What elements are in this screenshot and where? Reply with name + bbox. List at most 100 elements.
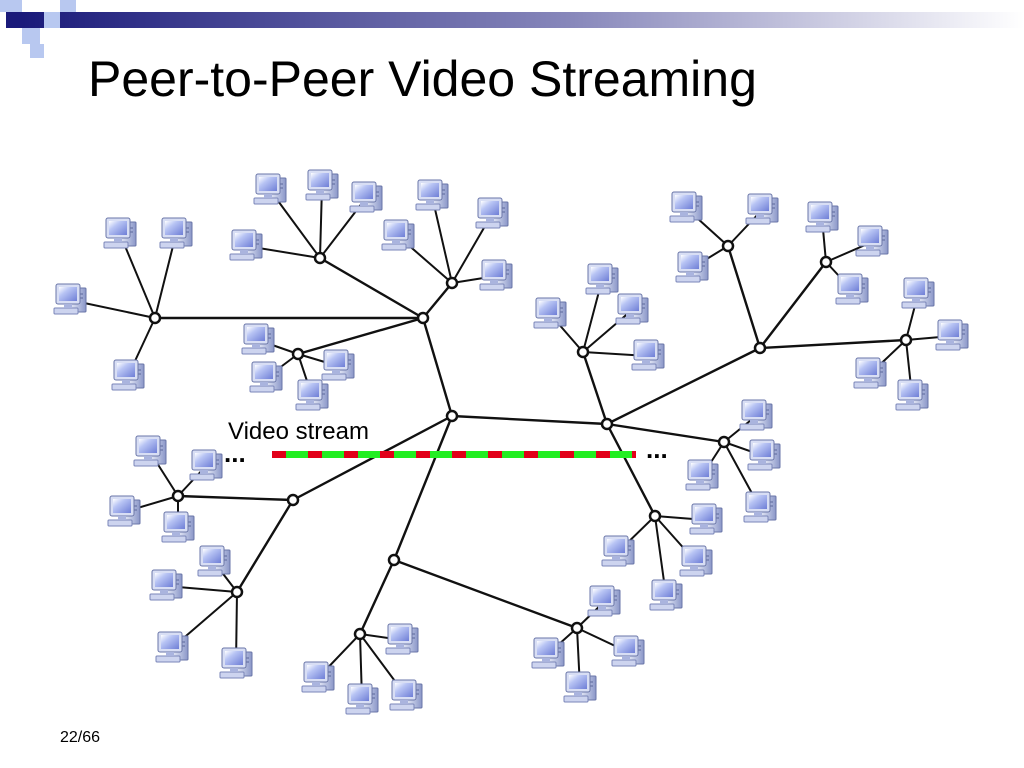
computer-icon xyxy=(149,569,183,601)
computer-icon xyxy=(159,217,193,249)
stream-segment-green xyxy=(430,451,452,458)
computer-icon xyxy=(853,357,887,389)
header-square xyxy=(22,0,36,12)
stream-segment-green xyxy=(574,451,596,458)
router-node xyxy=(600,417,614,431)
computer-icon xyxy=(381,219,415,251)
computer-icon xyxy=(669,191,703,223)
computer-icon xyxy=(229,229,263,261)
router-node xyxy=(445,276,459,290)
computer-icon xyxy=(601,535,635,567)
stream-segment-red xyxy=(272,451,286,458)
stream-segment-green xyxy=(394,451,416,458)
backbone-link xyxy=(392,414,454,562)
stream-segment-red xyxy=(344,451,358,458)
computer-icon xyxy=(743,491,777,523)
backbone-link xyxy=(726,244,762,350)
computer-icon xyxy=(587,585,621,617)
peer-link xyxy=(582,309,633,353)
stream-segment-green xyxy=(322,451,344,458)
header-square xyxy=(0,0,22,12)
page-number: 22/66 xyxy=(60,729,101,746)
header-decoration xyxy=(0,0,1024,58)
slide-title: Peer-to-Peer Video Streaming xyxy=(88,51,757,107)
router-node xyxy=(648,509,662,523)
stream-segment-red xyxy=(380,451,394,458)
video-stream-bar xyxy=(272,451,636,458)
backbone-link xyxy=(296,316,425,356)
backbone-link xyxy=(605,346,762,426)
left-ellipsis: ... xyxy=(224,438,246,468)
computer-icon xyxy=(855,225,889,257)
computer-icon xyxy=(533,297,567,329)
backbone-link xyxy=(605,422,726,444)
computer-icon xyxy=(631,339,665,371)
stream-segment-red xyxy=(488,451,502,458)
router-node xyxy=(313,251,327,265)
backbone-link xyxy=(581,350,609,426)
router-node xyxy=(721,239,735,253)
router-node xyxy=(753,341,767,355)
computer-icon xyxy=(155,631,189,663)
stream-segment-green xyxy=(502,451,524,458)
computer-icon xyxy=(111,359,145,391)
computer-icon xyxy=(295,379,329,411)
computer-icon xyxy=(189,449,223,481)
header-square xyxy=(60,0,76,12)
computer-icon xyxy=(219,647,253,679)
stream-segment-green xyxy=(466,451,488,458)
stream-segment-green xyxy=(358,451,380,458)
computer-icon xyxy=(349,181,383,213)
computer-icon xyxy=(685,459,719,491)
peer-link xyxy=(431,195,453,284)
backbone-link xyxy=(358,558,396,636)
backbone-link xyxy=(421,281,454,320)
network-links xyxy=(69,185,953,701)
header-square xyxy=(44,12,60,28)
router-node xyxy=(445,409,459,423)
router-node xyxy=(416,311,430,325)
stream-segment-red xyxy=(596,451,610,458)
stream-segment-green xyxy=(538,451,560,458)
computer-icon xyxy=(103,217,137,249)
backbone-link xyxy=(758,338,908,350)
header-square xyxy=(6,12,22,28)
router-node xyxy=(387,553,401,567)
backbone-link xyxy=(421,316,454,418)
computer-icon xyxy=(585,263,619,295)
stream-segment-green xyxy=(610,451,632,458)
computer-icon xyxy=(415,179,449,211)
computer-icon xyxy=(747,439,781,471)
computer-icon xyxy=(133,435,167,467)
router-node xyxy=(899,333,913,347)
computer-icon xyxy=(675,251,709,283)
computer-icon xyxy=(901,277,935,309)
computer-icon xyxy=(805,201,839,233)
stream-segment-red xyxy=(452,451,466,458)
computer-icon xyxy=(161,511,195,543)
router-node xyxy=(570,621,584,635)
backbone-link xyxy=(758,260,828,350)
stream-segment-red xyxy=(560,451,574,458)
computer-icon xyxy=(253,173,287,205)
router-node xyxy=(230,585,244,599)
stream-segment-green xyxy=(286,451,308,458)
router-node xyxy=(286,493,300,507)
router-node xyxy=(819,255,833,269)
backbone-link xyxy=(176,494,295,502)
stream-segment-red xyxy=(524,451,538,458)
computer-icon xyxy=(531,637,565,669)
computer-icon xyxy=(197,545,231,577)
stream-segment-red xyxy=(308,451,322,458)
router-node xyxy=(291,347,305,361)
computer-icon xyxy=(611,635,645,667)
header-square xyxy=(44,28,60,44)
video-stream-label: Video stream xyxy=(228,418,369,445)
computer-icon xyxy=(345,683,379,715)
router-node xyxy=(171,489,185,503)
computer-icon xyxy=(107,495,141,527)
computer-icon xyxy=(321,349,355,381)
computer-icon xyxy=(53,283,87,315)
backbone-link xyxy=(605,422,657,518)
